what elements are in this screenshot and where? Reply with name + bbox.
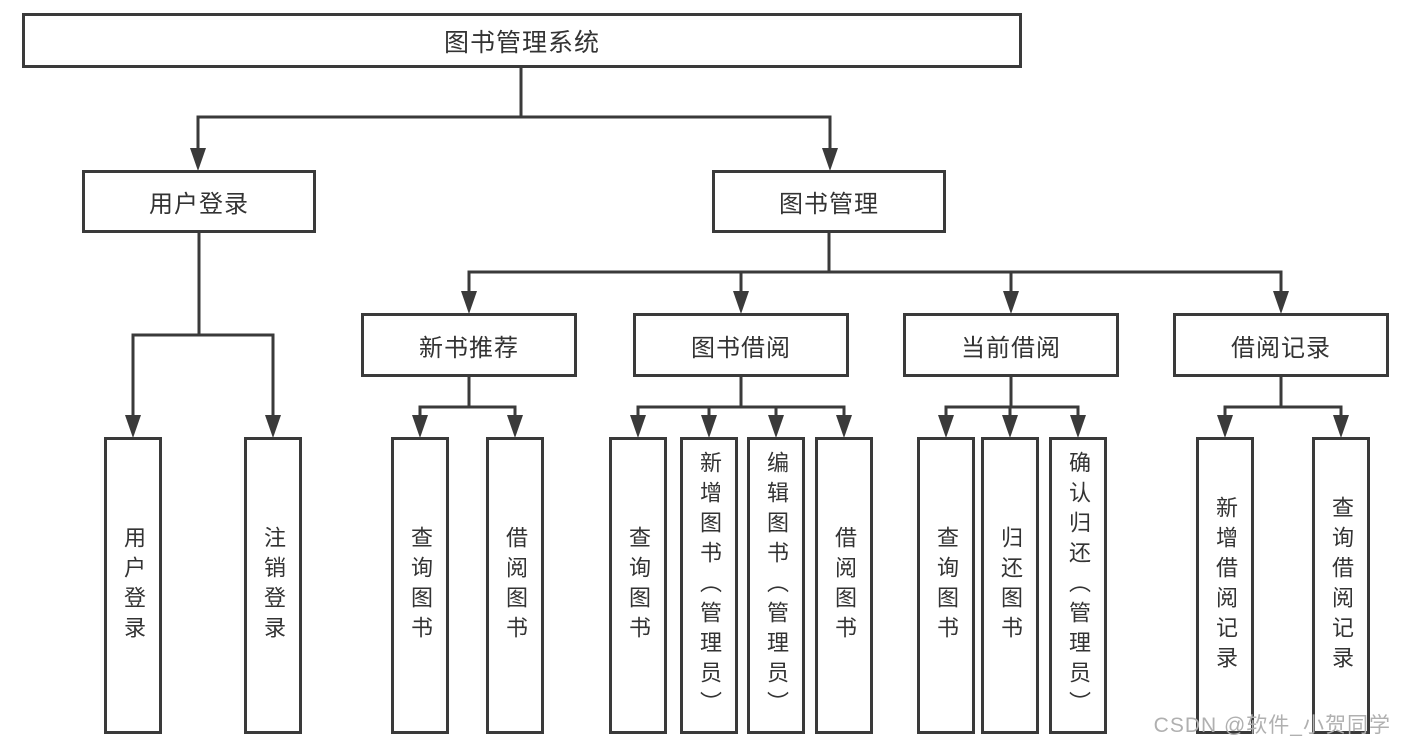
leaf-br-query-record: 查询借阅记录	[1312, 437, 1370, 734]
leaf-br-add-record-label: 新增借阅记录	[1213, 495, 1238, 676]
leaf-bb-borrow-book-label: 借阅图书	[832, 525, 857, 646]
node-current-borrow-label: 当前借阅	[961, 334, 1061, 362]
node-user-login-label: 用户登录	[149, 191, 249, 218]
node-book-management-label: 图书管理	[779, 191, 879, 218]
leaf-br-query-record-label: 查询借阅记录	[1329, 495, 1354, 676]
node-book-management: 图书管理	[712, 170, 946, 233]
leaf-bb-edit-book: 编辑图书（管理员）	[747, 437, 805, 734]
leaf-cb-query-book-label: 查询图书	[934, 525, 959, 646]
leaf-cb-return-book-label: 归还图书	[998, 525, 1023, 646]
leaf-cb-confirm-return-label: 确认归还（管理员）	[1066, 450, 1091, 721]
leaf-bb-query-book-label: 查询图书	[626, 525, 651, 646]
leaf-bb-query-book: 查询图书	[609, 437, 667, 734]
leaf-user-login-label: 用户登录	[121, 525, 146, 646]
leaf-bb-edit-book-label: 编辑图书（管理员）	[764, 450, 789, 721]
node-borrow-record-label: 借阅记录	[1231, 334, 1331, 362]
leaf-nb-query-book: 查询图书	[391, 437, 449, 734]
leaf-bb-borrow-book: 借阅图书	[815, 437, 873, 734]
node-user-login: 用户登录	[82, 170, 316, 233]
node-borrow-record: 借阅记录	[1173, 313, 1389, 377]
node-book-borrow: 图书借阅	[633, 313, 849, 377]
leaf-cb-return-book: 归还图书	[981, 437, 1039, 734]
watermark: CSDN @软件_小贺同学	[1153, 714, 1391, 737]
leaf-bb-add-book: 新增图书（管理员）	[680, 437, 738, 734]
leaf-br-add-record: 新增借阅记录	[1196, 437, 1254, 734]
node-root-label: 图书管理系统	[443, 28, 600, 57]
leaf-logout: 注销登录	[244, 437, 302, 734]
node-book-borrow-label: 图书借阅	[691, 334, 791, 362]
node-new-book-recommend-label: 新书推荐	[419, 334, 519, 362]
node-new-book-recommend: 新书推荐	[361, 313, 577, 377]
node-current-borrow: 当前借阅	[903, 313, 1119, 377]
node-root: 图书管理系统	[22, 13, 1022, 68]
leaf-cb-confirm-return: 确认归还（管理员）	[1049, 437, 1107, 734]
leaf-bb-add-book-label: 新增图书（管理员）	[697, 450, 722, 721]
leaf-user-login: 用户登录	[104, 437, 162, 734]
leaf-logout-label: 注销登录	[261, 525, 286, 646]
leaf-cb-query-book: 查询图书	[917, 437, 975, 734]
leaf-nb-borrow-book-label: 借阅图书	[503, 525, 528, 646]
leaf-nb-borrow-book: 借阅图书	[486, 437, 544, 734]
leaf-nb-query-book-label: 查询图书	[408, 525, 433, 646]
